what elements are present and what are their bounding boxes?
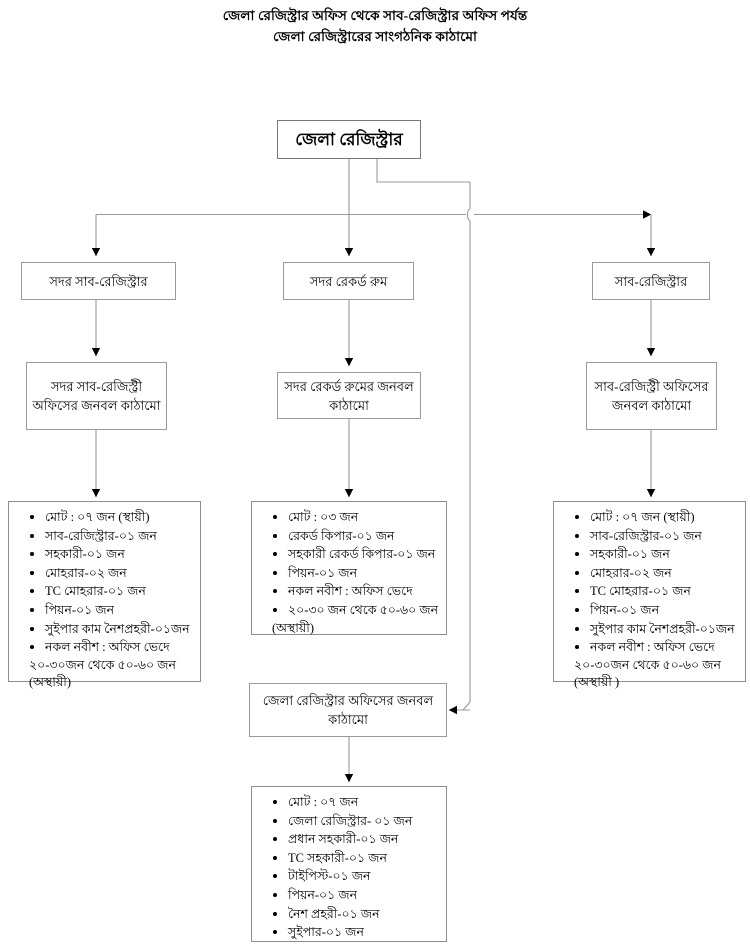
node-label: জেলা রেজিস্ট্রার অফিসের জনবল কাঠামো: [262, 693, 434, 727]
list-item: ২০-৩০জন থেকে ৫০-৬০ জন: [29, 657, 176, 672]
node-district-registrar[interactable]: জেলা রেজিস্ট্রার: [277, 120, 421, 159]
list-item: TC মোহরার-০১ জন: [590, 582, 739, 601]
list-item: (অস্থায়ী ): [574, 675, 620, 690]
list-item: TC সহকারী-০১ জন: [288, 849, 440, 868]
list-item: জেলা রেজিস্ট্রার- ০১ জন: [288, 812, 440, 831]
title-line-1: জেলা রেজিস্ট্রার অফিস থেকে সাব-রেজিস্ট্র…: [222, 8, 528, 23]
node-label: জেলা রেজিস্ট্রার: [295, 130, 403, 149]
list-item: নকল নবীশ : অফিস ভেদে: [288, 582, 440, 601]
list-items: মোট : ০৭ জন (স্থায়ী)সাব-রেজিস্ট্রার-০১ …: [13, 508, 194, 692]
list-item: প্রধান সহকারী-০১ জন: [288, 830, 440, 849]
node-sadar-sub-registry-manpower[interactable]: সদর সাব-রেজিস্ট্রী অফিসের জনবল কাঠামো: [26, 362, 167, 430]
list-item: মোহরার-০২ জন: [590, 564, 739, 583]
list-item: টাইপিস্ট-০১ জন: [288, 867, 440, 886]
node-sadar-record-room-manpower[interactable]: সদর রেকর্ড রুমের জনবল কাঠামো: [277, 372, 421, 419]
node-district-registrar-office-manpower[interactable]: জেলা রেজিস্ট্রার অফিসের জনবল কাঠামো: [249, 683, 447, 737]
node-label: সদর রেকর্ড রুম: [309, 273, 388, 289]
list-sub-registry-manpower: মোট : ০৭ জন (স্থায়ী)সাব-রেজিস্ট্রার-০১ …: [553, 501, 746, 689]
list-item: পিয়ন-০১ জন: [288, 886, 440, 905]
list-item: পিয়ন-০১ জন: [590, 601, 739, 620]
list-item: মোট : ০৩ জন: [288, 508, 440, 527]
list-item: সাব-রেজিস্ট্রার-০১ জন: [45, 527, 194, 546]
list-item: (অস্থায়ী): [29, 675, 71, 690]
node-sadar-record-room[interactable]: সদর রেকর্ড রুম: [283, 262, 414, 300]
node-label: সদর সাব-রেজিস্ট্রার: [49, 273, 148, 289]
node-label: সাব-রেজিস্ট্রার: [614, 273, 688, 289]
list-item: সহকারী-০১ জন: [590, 545, 739, 564]
node-sub-registrar[interactable]: সাব-রেজিস্ট্রার: [592, 262, 710, 300]
list-item: সহকারী-০১ জন: [45, 545, 194, 564]
list-item: মোট : ০৭ জন (স্থায়ী): [45, 508, 194, 527]
node-sub-registry-manpower[interactable]: সাব-রেজিস্ট্রী অফিসের জনবল কাঠামো: [586, 362, 717, 430]
list-sadar-record-room-manpower: মোট : ০৩ জনরেকর্ড কিপার-০১ জনসহকারী রেকর…: [251, 501, 447, 635]
list-items: মোট : ০৭ জন (স্থায়ী)সাব-রেজিস্ট্রার-০১ …: [558, 508, 739, 692]
list-item: মোট : ০৭ জন (স্থায়ী): [590, 508, 739, 527]
list-item: পিয়ন-০১ জন: [288, 564, 440, 583]
list-items: মোট : ০৩ জনরেকর্ড কিপার-০১ জনসহকারী রেকর…: [256, 508, 440, 637]
list-item: মোহরার-০২ জন: [45, 564, 194, 583]
list-item: পিয়ন-০১ জন: [45, 601, 194, 620]
list-item: সুইপার কাম নৈশপ্রহরী-০১জন: [45, 620, 194, 639]
title-line-2: জেলা রেজিস্ট্রারের সাংগঠনিক কাঠামো: [272, 29, 478, 44]
node-sadar-sub-registrar[interactable]: সদর সাব-রেজিস্ট্রার: [21, 262, 176, 300]
list-item: মোট : ০৭ জন: [288, 793, 440, 812]
list-district-registrar-office-manpower: মোট : ০৭ জনজেলা রেজিস্ট্রার- ০১ জনপ্রধান…: [251, 786, 447, 942]
list-item: ২০-৩০জন থেকে ৫০-৬০ জন: [574, 657, 721, 672]
node-label: সদর রেকর্ড রুমের জনবল কাঠামো: [284, 378, 414, 413]
list-item: সুইপার-০১ জন: [288, 923, 440, 942]
list-item: নকল নবীশ : অফিস ভেদে: [590, 638, 739, 657]
list-item: TC মোহরার-০১ জন: [45, 582, 194, 601]
list-item: ২০-৩০ জন থেকে ৫০-৬০ জন: [288, 601, 440, 620]
list-item: সহকারী রেকর্ড কিপার-০১ জন: [288, 545, 440, 564]
node-label: সদর সাব-রেজিস্ট্রী অফিসের জনবল কাঠামো: [32, 379, 161, 413]
list-item: সুইপার কাম নৈশপ্রহরী-০১জন: [590, 620, 739, 639]
list-item: সাব-রেজিস্ট্রার-০১ জন: [590, 527, 739, 546]
list-item: নৈশ প্রহরী-০১ জন: [288, 905, 440, 924]
list-sadar-sub-registry-manpower: মোট : ০৭ জন (স্থায়ী)সাব-রেজিস্ট্রার-০১ …: [8, 501, 201, 689]
node-label: সাব-রেজিস্ট্রী অফিসের জনবল কাঠামো: [594, 379, 709, 413]
list-item: নকল নবীশ : অফিস ভেদে: [45, 638, 194, 657]
page-title: জেলা রেজিস্ট্রার অফিস থেকে সাব-রেজিস্ট্র…: [0, 5, 750, 47]
list-items: মোট : ০৭ জনজেলা রেজিস্ট্রার- ০১ জনপ্রধান…: [256, 793, 440, 942]
list-item: রেকর্ড কিপার-০১ জন: [288, 527, 440, 546]
list-item: (অস্থায়ী): [272, 620, 314, 635]
